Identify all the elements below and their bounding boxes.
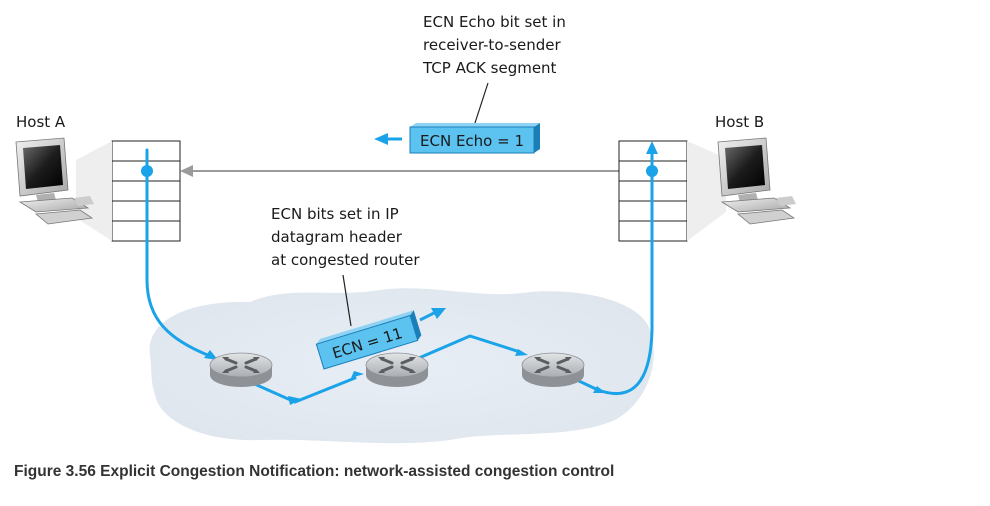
router-icon xyxy=(364,351,430,389)
computer-icon xyxy=(717,137,796,225)
host-a-connector xyxy=(76,141,112,241)
echo-note-line-2: receiver-to-sender xyxy=(423,36,561,54)
router-icon xyxy=(520,351,586,389)
ecn-11-direction-arrow xyxy=(419,308,446,322)
ip-note-line-3: at congested router xyxy=(271,251,420,269)
figure-caption: Figure 3.56 Explicit Congestion Notifica… xyxy=(14,463,615,480)
ecn-echo-packet: ECN Echo = 1 xyxy=(374,123,540,154)
computer-icon xyxy=(15,137,94,225)
ip-note-line-1: ECN bits set in IP xyxy=(271,205,399,223)
ip-annotation: ECN bits set in IP datagram header at co… xyxy=(271,205,420,327)
echo-note-line-3: TCP ACK segment xyxy=(422,59,557,77)
ecn-echo-label: ECN Echo = 1 xyxy=(420,132,524,150)
router-icon xyxy=(208,351,274,389)
echo-annotation: ECN Echo bit set in receiver-to-sender T… xyxy=(422,13,566,127)
host-b-connector xyxy=(687,141,726,241)
echo-note-line-1: ECN Echo bit set in xyxy=(423,13,566,31)
path-arrowheads xyxy=(204,141,658,405)
host-b-label: Host B xyxy=(715,113,764,131)
host-a-path-dot xyxy=(141,165,153,177)
host-a-label: Host A xyxy=(16,113,66,131)
ack-path xyxy=(180,165,650,177)
ip-note-line-2: datagram header xyxy=(271,228,403,246)
host-b-path-dot xyxy=(646,165,658,177)
